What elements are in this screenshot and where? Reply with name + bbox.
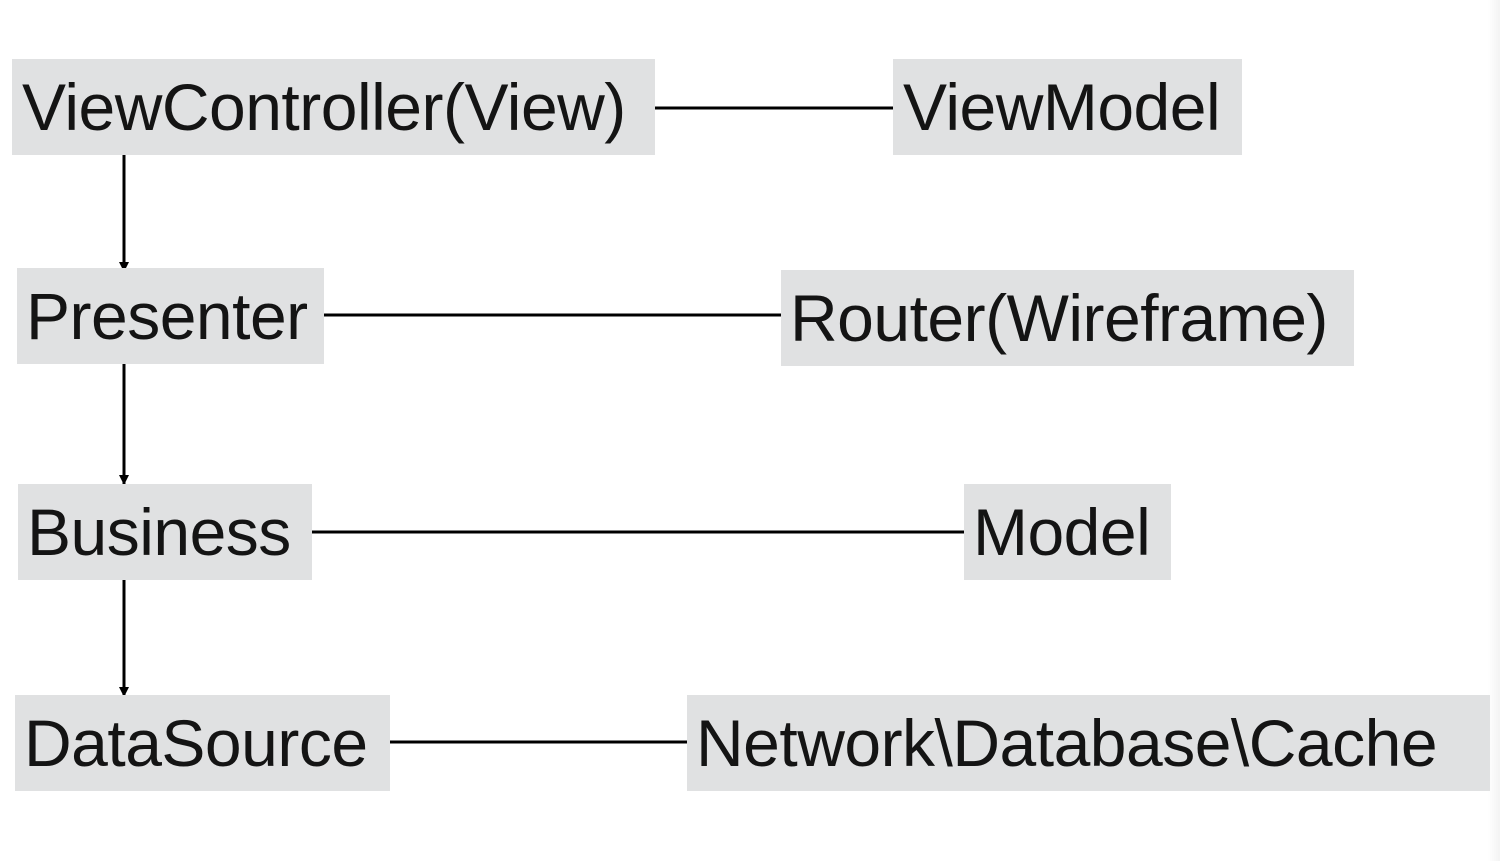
node-model: Model	[964, 484, 1171, 580]
node-router: Router(Wireframe)	[781, 270, 1354, 366]
right-edge-shade	[1488, 0, 1500, 861]
node-network-database-cache: Network\Database\Cache	[687, 695, 1490, 791]
node-presenter: Presenter	[17, 268, 324, 364]
node-datasource: DataSource	[15, 695, 390, 791]
node-viewmodel: ViewModel	[893, 59, 1242, 155]
node-business: Business	[18, 484, 312, 580]
node-viewcontroller: ViewController(View)	[12, 59, 655, 155]
